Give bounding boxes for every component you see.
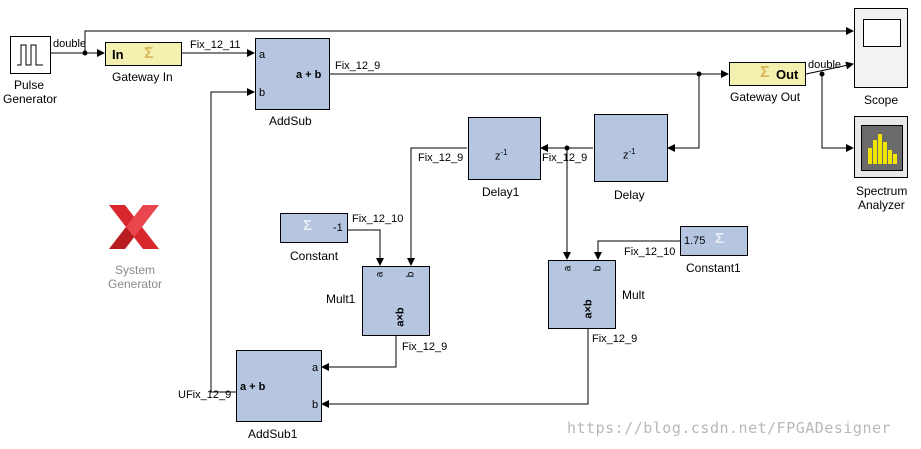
spectrum-analyzer-label-line2: Analyzer [858, 198, 905, 212]
scope-label: Scope [864, 93, 899, 107]
signal-label: Fix_12_9 [592, 333, 638, 345]
pulse-generator-label-line1: Pulse [14, 78, 45, 92]
constant-block[interactable]: Σ -1 [280, 213, 348, 243]
delay-block[interactable]: z-1 [594, 114, 668, 182]
mult-port-b: b [592, 265, 604, 272]
junction-dot [82, 50, 88, 56]
wire-delay1-mult1 [407, 147, 467, 266]
mult1-label: Mult1 [326, 292, 356, 306]
delay1-block[interactable]: z-1 [468, 117, 541, 180]
mult1-port-b: b [405, 271, 417, 278]
constant1-label: Constant1 [686, 261, 741, 275]
scope-screen-icon [863, 19, 901, 47]
constant1-value: 1.75 [684, 235, 706, 247]
xilinx-logo-icon: Σ [303, 217, 313, 234]
wire-mult-addsub1 [321, 328, 589, 408]
signal-label: double [808, 59, 842, 71]
mult-block[interactable]: a b a×b [548, 260, 616, 329]
mult-port-a: a [562, 265, 574, 272]
signal-label: Fix_12_9 [335, 60, 381, 72]
addsub-port-a: a [259, 49, 266, 61]
wire-addsub1-addsub [210, 88, 255, 393]
spectrum-bars-icon [868, 134, 897, 164]
spectrum-analyzer-label-line1: Spectrum [856, 184, 908, 198]
signal-label: Fix_12_9 [402, 341, 448, 353]
wire-pulse-scope [84, 27, 854, 53]
addsub1-label: AddSub1 [248, 427, 298, 441]
mult1-operation: a×b [394, 307, 407, 327]
mult1-block[interactable]: a b a×b [362, 266, 430, 336]
xilinx-logo-icon: Σ [144, 45, 154, 62]
junction-dot [696, 71, 702, 77]
pulse-generator-block[interactable] [10, 36, 51, 74]
scope-block[interactable] [854, 8, 908, 88]
signal-label: Fix_12_10 [624, 246, 676, 258]
gateway-in-icon-text: In [112, 47, 124, 62]
constant-label: Constant [290, 249, 339, 263]
addsub1-operation: a + b [240, 381, 266, 393]
mult-operation: a×b [582, 299, 595, 319]
xilinx-logo-icon: Σ [760, 64, 770, 81]
mult-label: Mult [622, 288, 645, 302]
signal-label: UFix_12_9 [178, 389, 232, 401]
pulse-wave-icon [17, 44, 43, 66]
delay1-operation: z-1 [495, 148, 508, 163]
pulse-generator-label-line2: Generator [3, 92, 58, 106]
constant-value: -1 [333, 222, 343, 234]
signal-label: Fix_12_9 [542, 152, 588, 164]
junction-dot [819, 71, 825, 77]
addsub1-port-a: a [312, 362, 319, 374]
gateway-out-block[interactable]: Σ Out [729, 62, 806, 86]
signal-label: Fix_12_11 [190, 39, 241, 51]
gateway-out-label: Gateway Out [730, 90, 801, 104]
signal-label: Fix_12_9 [418, 152, 464, 164]
xilinx-logo-icon: Σ [715, 230, 725, 247]
mult1-port-a: a [374, 271, 386, 278]
delay1-label: Delay1 [482, 185, 520, 199]
system-generator-logo-text: System Generator [107, 263, 163, 291]
addsub-label: AddSub [269, 114, 312, 128]
addsub-operation: a + b [296, 69, 322, 81]
junction-dot [564, 145, 570, 151]
spectrum-screen-icon [861, 125, 903, 171]
delay-operation: z-1 [623, 147, 636, 162]
wire-constant1-mult [594, 240, 680, 260]
addsub1-port-b: b [312, 399, 319, 411]
watermark-text: https://blog.csdn.net/FPGADesigner [567, 419, 892, 437]
wire-gatewayout-spectrum [821, 74, 854, 152]
gateway-in-label: Gateway In [112, 70, 173, 84]
constant1-block[interactable]: 1.75 Σ [680, 226, 748, 256]
delay-label: Delay [614, 188, 645, 202]
wire-mult1-addsub1 [321, 336, 397, 371]
spectrum-analyzer-block[interactable] [854, 116, 908, 178]
gateway-in-block[interactable]: In Σ [105, 42, 182, 66]
wire-addsub-delay [667, 74, 700, 152]
wire-gatewayout-scope [805, 61, 854, 75]
signal-label: double [53, 38, 87, 50]
addsub-port-b: b [259, 87, 266, 99]
addsub-block[interactable]: a b a + b [255, 38, 330, 110]
addsub1-block[interactable]: a + b a b [236, 350, 322, 422]
system-generator-logo-icon [109, 205, 159, 249]
gateway-out-icon-text: Out [776, 67, 799, 82]
wire-constant-mult1 [348, 229, 384, 266]
signal-label: Fix_12_10 [352, 213, 404, 225]
